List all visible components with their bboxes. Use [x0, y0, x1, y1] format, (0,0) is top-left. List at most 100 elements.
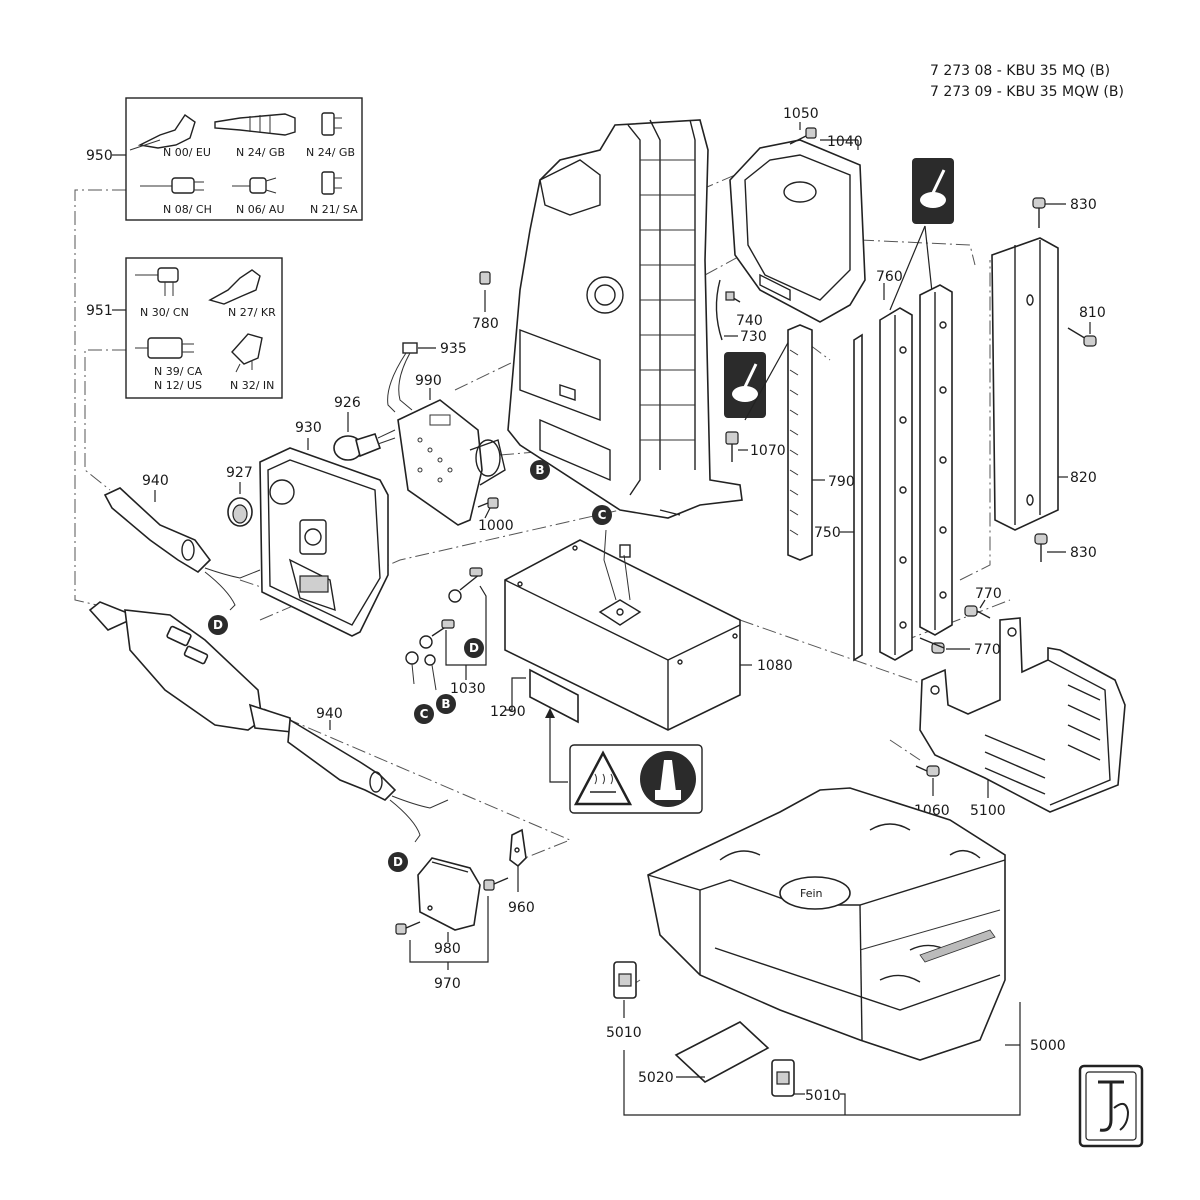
- part-label-820: 820: [1070, 470, 1097, 486]
- part-810-screw: 810: [1067, 305, 1106, 347]
- part-label-970: 970: [434, 976, 461, 992]
- part-5010-latch-left: 5010: [606, 961, 642, 1041]
- part-927-plug: 927: [226, 465, 253, 527]
- part-label-980: 980: [434, 941, 461, 957]
- model-line-1: 7 273 08 - KBU 35 MQ (B): [930, 63, 1110, 79]
- part-label-780: 780: [472, 316, 499, 332]
- part-930-housing: 930: [259, 420, 389, 637]
- plug-label-951-1: N 30/ CN: [140, 306, 189, 319]
- part-label-935: 935: [440, 341, 467, 357]
- part-label-1070: 1070: [750, 443, 786, 459]
- part-780: 780: [472, 271, 499, 332]
- part-label-1000: 1000: [478, 518, 514, 534]
- part-1000-screw: 1000: [477, 497, 514, 534]
- part-960-clip: 960: [508, 828, 535, 916]
- part-935-cable: 935: [387, 341, 467, 413]
- part-5100-guard: 5100: [919, 617, 1126, 819]
- part-label-5010-right: 5010: [805, 1088, 841, 1104]
- plug-set-950: 950 N 00/ EU N 24/ GB N 24/ GB: [86, 97, 363, 221]
- plug-label-951-5: N 32/ IN: [230, 379, 274, 392]
- part-5010-latch-right: 5010: [771, 1059, 846, 1115]
- part-830-screw-bottom: 830: [1034, 533, 1097, 562]
- plug-label-5: N 06/ AU: [236, 203, 285, 216]
- model-line-2: 7 273 09 - KBU 35 MQW (B): [930, 84, 1124, 100]
- warning-panel: [545, 708, 703, 814]
- lubricant-icon: [889, 158, 954, 311]
- part-label-5100: 5100: [970, 803, 1006, 819]
- svg-text:D: D: [469, 641, 479, 655]
- part-label-926: 926: [334, 395, 361, 411]
- svg-text:C: C: [420, 707, 429, 721]
- svg-text:C: C: [598, 508, 607, 522]
- connector-badge-d1: D: [208, 615, 228, 635]
- plug-label-2: N 24/ GB: [236, 146, 285, 159]
- part-label-770-b: 770: [974, 642, 1001, 658]
- plug-label-951-2: N 27/ KR: [228, 306, 276, 319]
- plug-icon: [140, 177, 204, 194]
- part-1290-label: 1290: [490, 668, 579, 724]
- svg-text:B: B: [441, 697, 450, 711]
- plug-icon: [231, 333, 263, 373]
- plug-icon: [232, 177, 277, 194]
- part-5000-case: Fein 5000: [623, 787, 1066, 1116]
- plug-label-6: N 21/ SA: [310, 203, 358, 216]
- plug-label-4: N 08/ CH: [163, 203, 212, 216]
- part-1040-cover: 1040: [729, 134, 866, 323]
- plug-icon: [135, 337, 194, 359]
- plug-set-951: 951 N 30/ CN N 27/ KR N 39/ CA N 12/ US …: [86, 257, 283, 399]
- part-760-rail: 760: [876, 269, 953, 661]
- plug-icon: [208, 269, 261, 305]
- part-label-1080: 1080: [757, 658, 793, 674]
- part-label-940-upper: 940: [142, 473, 169, 489]
- connector-badge-d2: D: [464, 638, 484, 658]
- part-label-990: 990: [415, 373, 442, 389]
- part-1050-screw: 1050: [783, 106, 819, 145]
- part-label-830-top: 830: [1070, 197, 1097, 213]
- part-750-strip: 750: [814, 333, 863, 662]
- part-770-screw-a: 770: [964, 586, 1002, 619]
- plug-icon: [135, 267, 179, 296]
- hot-surface-warning-icon: [573, 750, 633, 806]
- part-label-5000: 5000: [1030, 1038, 1066, 1054]
- plug-icon: [321, 112, 342, 136]
- connector-badge-c2: C: [414, 704, 434, 724]
- read-manual-icon: [640, 751, 696, 807]
- part-label-1030: 1030: [450, 681, 486, 697]
- part-label-5020: 5020: [638, 1070, 674, 1086]
- fein-logo: [1078, 1064, 1144, 1148]
- part-820-profile: 820: [991, 237, 1097, 531]
- plug-label-951-3: N 39/ CA: [154, 365, 203, 378]
- connector-badge-b2: B: [436, 694, 456, 714]
- part-label-750: 750: [814, 525, 841, 541]
- plug-icon: [214, 113, 296, 136]
- case-brand-logo: Fein: [800, 887, 823, 900]
- part-970-screws: 970: [395, 877, 509, 992]
- plug-label-3: N 24/ GB: [306, 146, 355, 159]
- part-label-951: 951: [86, 303, 113, 319]
- connector-badge-b1: B: [530, 460, 550, 480]
- part-740: 740: [725, 291, 763, 329]
- part-label-810: 810: [1079, 305, 1106, 321]
- part-label-950: 950: [86, 148, 113, 164]
- plug-icon: [321, 171, 342, 195]
- part-926-switch: 926: [333, 395, 396, 461]
- part-1030-terminals: 1030: [405, 567, 487, 697]
- svg-text:B: B: [535, 463, 544, 477]
- part-1070-screw: 1070: [725, 431, 786, 462]
- part-label-5010-left: 5010: [606, 1025, 642, 1041]
- plug-label-1: N 00/ EU: [163, 146, 211, 159]
- part-label-1040: 1040: [827, 134, 863, 150]
- part-label-960: 960: [508, 900, 535, 916]
- part-980-cover: 980: [417, 857, 481, 957]
- part-1080-base: 1080: [504, 529, 793, 731]
- svg-text:D: D: [393, 855, 403, 869]
- plug-label-951-4: N 12/ US: [154, 379, 202, 392]
- part-label-1290: 1290: [490, 704, 526, 720]
- part-label-830-bottom: 830: [1070, 545, 1097, 561]
- part-1060-screw: 1060: [914, 765, 950, 819]
- prcd-cable: 940: [88, 601, 449, 843]
- connector-badge-c1: C: [592, 505, 612, 525]
- lubricant-icon: [724, 329, 796, 421]
- part-label-760: 760: [876, 269, 903, 285]
